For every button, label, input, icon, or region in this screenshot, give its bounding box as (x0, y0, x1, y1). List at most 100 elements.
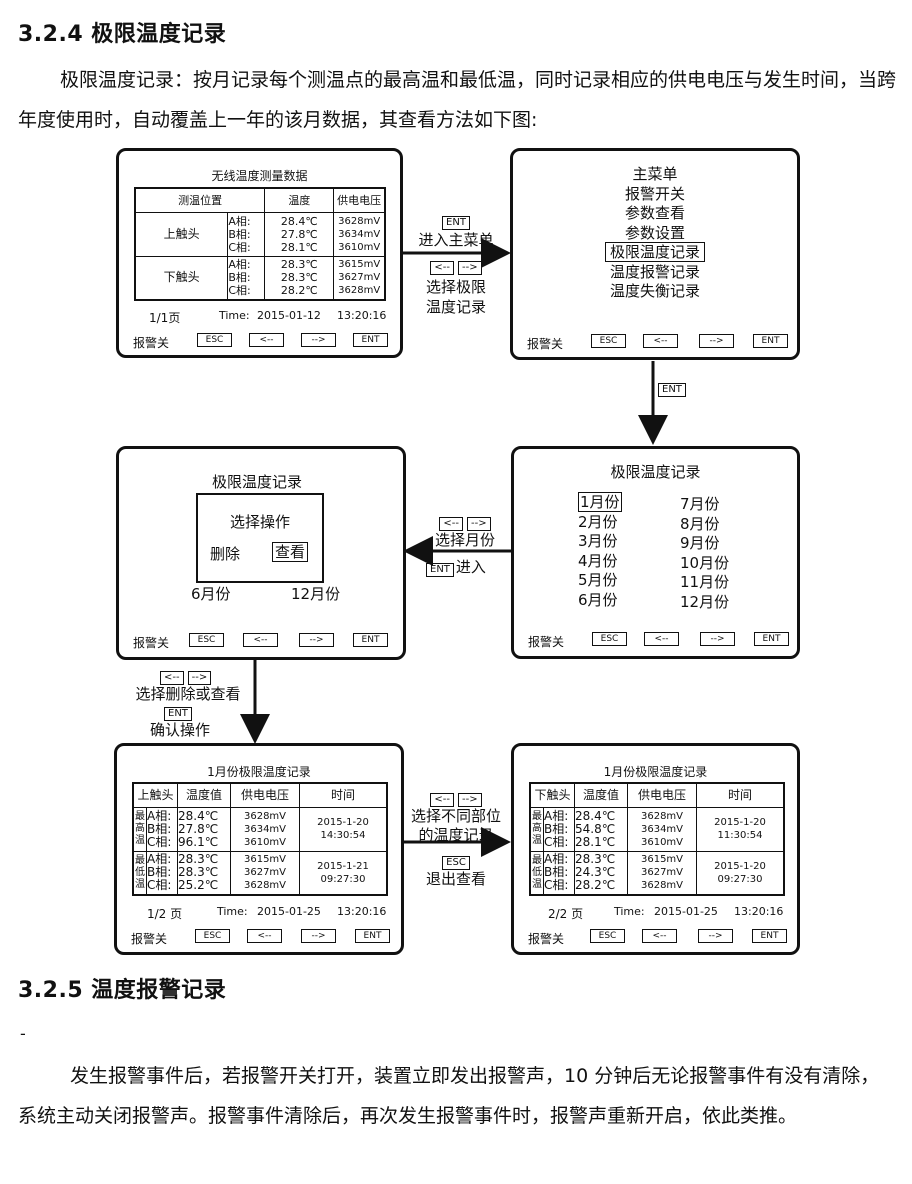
annotation-text: 选择不同部位 (410, 807, 501, 825)
right-key-icon: --> (187, 671, 212, 685)
screen-title: 1月份极限温度记录 (603, 765, 708, 779)
annotation-select-extreme: <----> 选择极限 温度记录 (404, 258, 508, 317)
right-button[interactable]: --> (301, 929, 336, 943)
month-item[interactable]: 3月份 (578, 532, 618, 550)
left-button[interactable]: <-- (247, 929, 282, 943)
ent-button[interactable]: ENT (753, 334, 788, 348)
month-item[interactable]: 12月份 (680, 592, 730, 611)
operation-dialog-box: 选择操作 删除 查看 (196, 493, 324, 583)
ent-key-icon: ENT (442, 216, 470, 230)
right-button[interactable]: --> (299, 633, 334, 647)
annotation-text: 确认操作 (150, 721, 211, 739)
temp-value: 28.2℃ (280, 284, 318, 298)
right-button[interactable]: --> (700, 632, 735, 646)
ent-button[interactable]: ENT (355, 929, 390, 943)
page-indicator: 1/2 页 (147, 907, 183, 921)
record-clock: 11:30:54 (717, 830, 763, 841)
esc-button[interactable]: ESC (197, 333, 232, 347)
right-key-icon: --> (458, 793, 482, 807)
temp-value: 24.3℃ (575, 865, 616, 880)
menu-item-param-view[interactable]: 参数查看 (624, 204, 685, 222)
temperature-table: 测温位置 温度 供电电压 上触头 A相: B相: C相: 28.4℃ 27.8℃… (134, 187, 386, 301)
alarm-off-label: 报警关 (133, 636, 170, 650)
month-item-1[interactable]: 1月份 (578, 492, 622, 513)
month-item[interactable]: 10月份 (680, 553, 730, 572)
header-time: 时间 (696, 782, 785, 808)
phase-label: C相: (147, 878, 172, 893)
phase-label: B相: (544, 865, 569, 880)
annotation-text: 进入 (455, 558, 486, 576)
left-button[interactable]: <-- (642, 929, 677, 943)
time-cell: 2015-1-20 14:30:54 (299, 806, 388, 852)
temp-value: 27.8℃ (280, 227, 318, 241)
date-value: 2015-01-12 (257, 309, 321, 322)
voltage-value: 3634mV (338, 228, 381, 240)
month-item[interactable]: 2月份 (578, 512, 618, 531)
selected-menu-label: 极限温度记录 (604, 242, 705, 262)
screen-record-bottom-contact: 1月份极限温度记录 下触头 温度值 供电电压 时间 最 高 温 A相: B相: … (511, 743, 800, 955)
voltage-value: 3634mV (640, 823, 684, 835)
voltage-value: 3634mV (243, 823, 287, 835)
menu-item-temp-alarm-record[interactable]: 温度报警记录 (609, 262, 700, 281)
left-button[interactable]: <-- (249, 333, 284, 347)
screen-month-select: 极限温度记录 1月份 2月份 3月份 4月份 5月份 6月份 7月份 8月份 9… (511, 446, 800, 659)
selected-month-label: 1月份 (578, 492, 622, 512)
header-position: 测温位置 (134, 187, 266, 213)
month-item[interactable]: 9月份 (680, 534, 720, 552)
month-item[interactable]: 4月份 (578, 551, 618, 570)
menu-item-alarm-switch[interactable]: 报警开关 (624, 184, 685, 203)
esc-button[interactable]: ESC (591, 334, 626, 348)
esc-button[interactable]: ESC (592, 632, 627, 646)
section-title-3-2-5: 3.2.5 温度报警记录 (18, 978, 227, 1003)
label-char: 温 (532, 878, 542, 890)
ent-button[interactable]: ENT (754, 632, 789, 646)
left-button[interactable]: <-- (243, 633, 278, 647)
month-item[interactable]: 6月份 (578, 590, 618, 609)
menu-item-extreme-temp-record[interactable]: 极限温度记录 (513, 242, 797, 263)
ent-button[interactable]: ENT (353, 333, 388, 347)
month-item[interactable]: 7月份 (680, 495, 720, 513)
alarm-off-label: 报警关 (528, 932, 565, 946)
temp-value: 28.3℃ (575, 852, 616, 867)
button-row: 报警关 ESC <-- --> ENT (527, 334, 788, 352)
right-button[interactable]: --> (698, 929, 733, 943)
label-char: 最 (135, 811, 145, 822)
annotation-select-delete-view: <----> 选择删除或查看 ENT 确认操作 (128, 668, 248, 739)
menu-item-param-settings[interactable]: 参数设置 (624, 223, 685, 242)
left-key-icon: <-- (430, 793, 454, 807)
left-button[interactable]: <-- (644, 632, 679, 646)
right-button[interactable]: --> (301, 333, 336, 347)
record-table: 上触头 温度值 供电电压 时间 最 高 温 A相: B相: C相: 28.4℃ … (132, 782, 388, 896)
esc-button[interactable]: ESC (189, 633, 224, 647)
temp-cell: 28.3℃ 28.3℃ 28.2℃ (264, 255, 335, 301)
ent-button[interactable]: ENT (353, 633, 388, 647)
month-item[interactable]: 5月份 (578, 571, 618, 589)
delete-option[interactable]: 删除 (210, 545, 241, 563)
time-cell: 2015-1-20 11:30:54 (696, 806, 785, 852)
voltage-value: 3615mV (338, 259, 381, 271)
voltage-cell: 3628mV 3634mV 3610mV (627, 806, 697, 852)
annotation-enter-menu: ENT 进入主菜单 (404, 213, 508, 250)
max-temp-label: 最 高 温 (529, 806, 544, 852)
temp-value: 28.3℃ (178, 865, 219, 880)
menu-item-temp-imbalance-record[interactable]: 温度失衡记录 (609, 282, 700, 300)
view-option[interactable]: 查看 (272, 541, 309, 562)
left-button[interactable]: <-- (643, 334, 678, 348)
temp-value: 25.2℃ (178, 878, 219, 893)
month-item[interactable]: 8月份 (680, 514, 720, 533)
label-char: 温 (135, 878, 145, 890)
alarm-off-label: 报警关 (133, 336, 170, 350)
page-indicator: 2/2 页 (548, 907, 584, 921)
time-cell: 2015-1-21 09:27:30 (299, 850, 388, 896)
esc-button[interactable]: ESC (195, 929, 230, 943)
ent-button[interactable]: ENT (752, 929, 787, 943)
record-clock: 09:27:30 (717, 873, 763, 885)
phase-label: B相: (544, 821, 569, 836)
month-item[interactable]: 11月份 (680, 573, 730, 591)
esc-button[interactable]: ESC (590, 929, 625, 943)
temp-value: 28.3℃ (280, 258, 318, 272)
right-button[interactable]: --> (699, 334, 734, 348)
header-position: 上触头 (132, 782, 178, 808)
min-temp-label: 最 低 温 (132, 850, 147, 896)
section-3-2-4-text: 极限温度记录：按月记录每个测温点的最高温和最低温，同时记录相应的供电电压与发生时… (18, 69, 897, 131)
